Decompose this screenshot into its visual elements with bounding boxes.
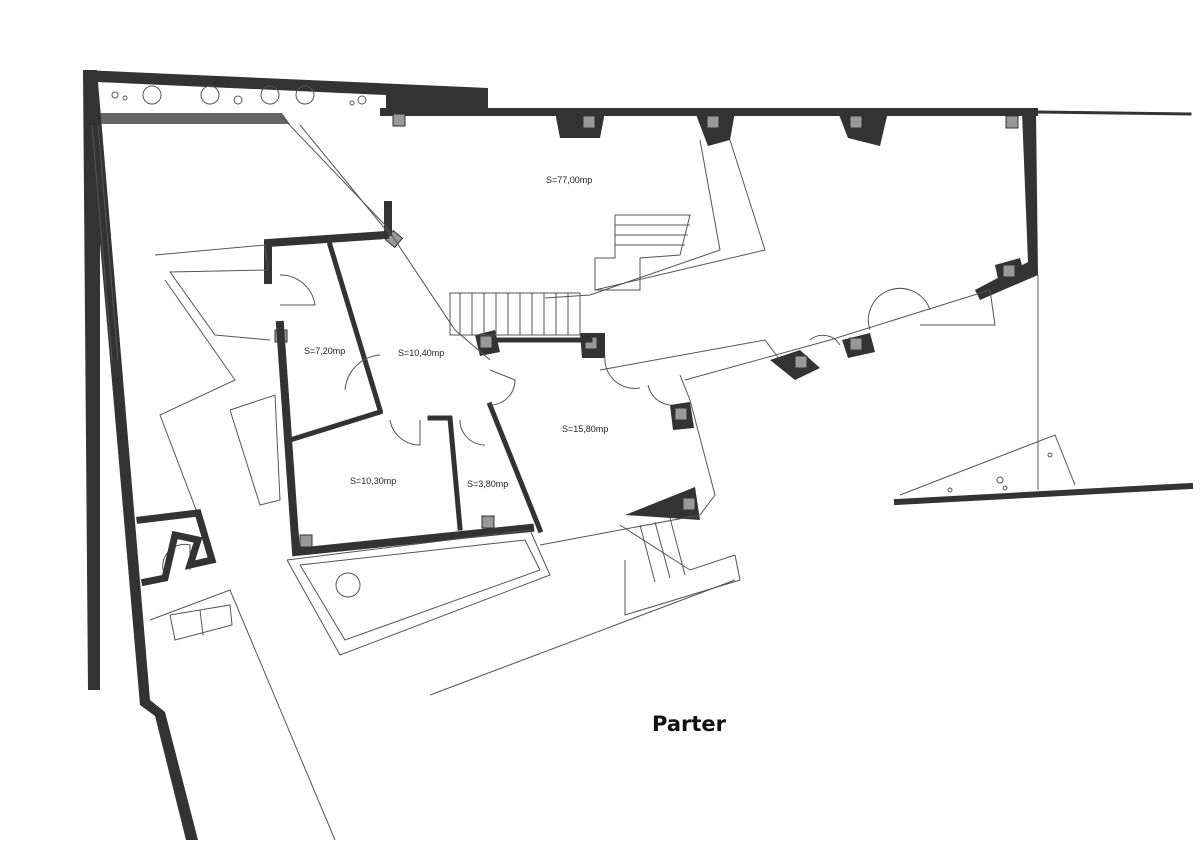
plan-title: Parter: [652, 712, 727, 736]
bottom-right-wall: [893, 482, 1194, 506]
planter-inner: [97, 82, 386, 112]
pillars: [274, 112, 1026, 548]
left-window-2: [97, 124, 119, 361]
stairs: [449, 214, 691, 336]
right-boundary: [1036, 110, 1192, 116]
room-area-label: S=77,00mp: [546, 175, 592, 185]
room-area-label: S=10,40mp: [398, 348, 444, 358]
planter-plants: [111, 85, 367, 106]
interior-walls: [264, 201, 593, 557]
small-entry-wall: [136, 509, 217, 587]
left-window: [91, 124, 113, 361]
room-area-label: S=3,80mp: [467, 479, 508, 489]
right-wall: [975, 112, 1038, 300]
room-area-label: S=7,20mp: [304, 346, 345, 356]
left-outer-wall: [85, 70, 198, 840]
room-area-label: S=10,30mp: [350, 476, 396, 486]
outline-lines: [149, 114, 1076, 841]
ledge: [97, 113, 290, 124]
room-area-label: S=15,80mp: [562, 424, 608, 434]
